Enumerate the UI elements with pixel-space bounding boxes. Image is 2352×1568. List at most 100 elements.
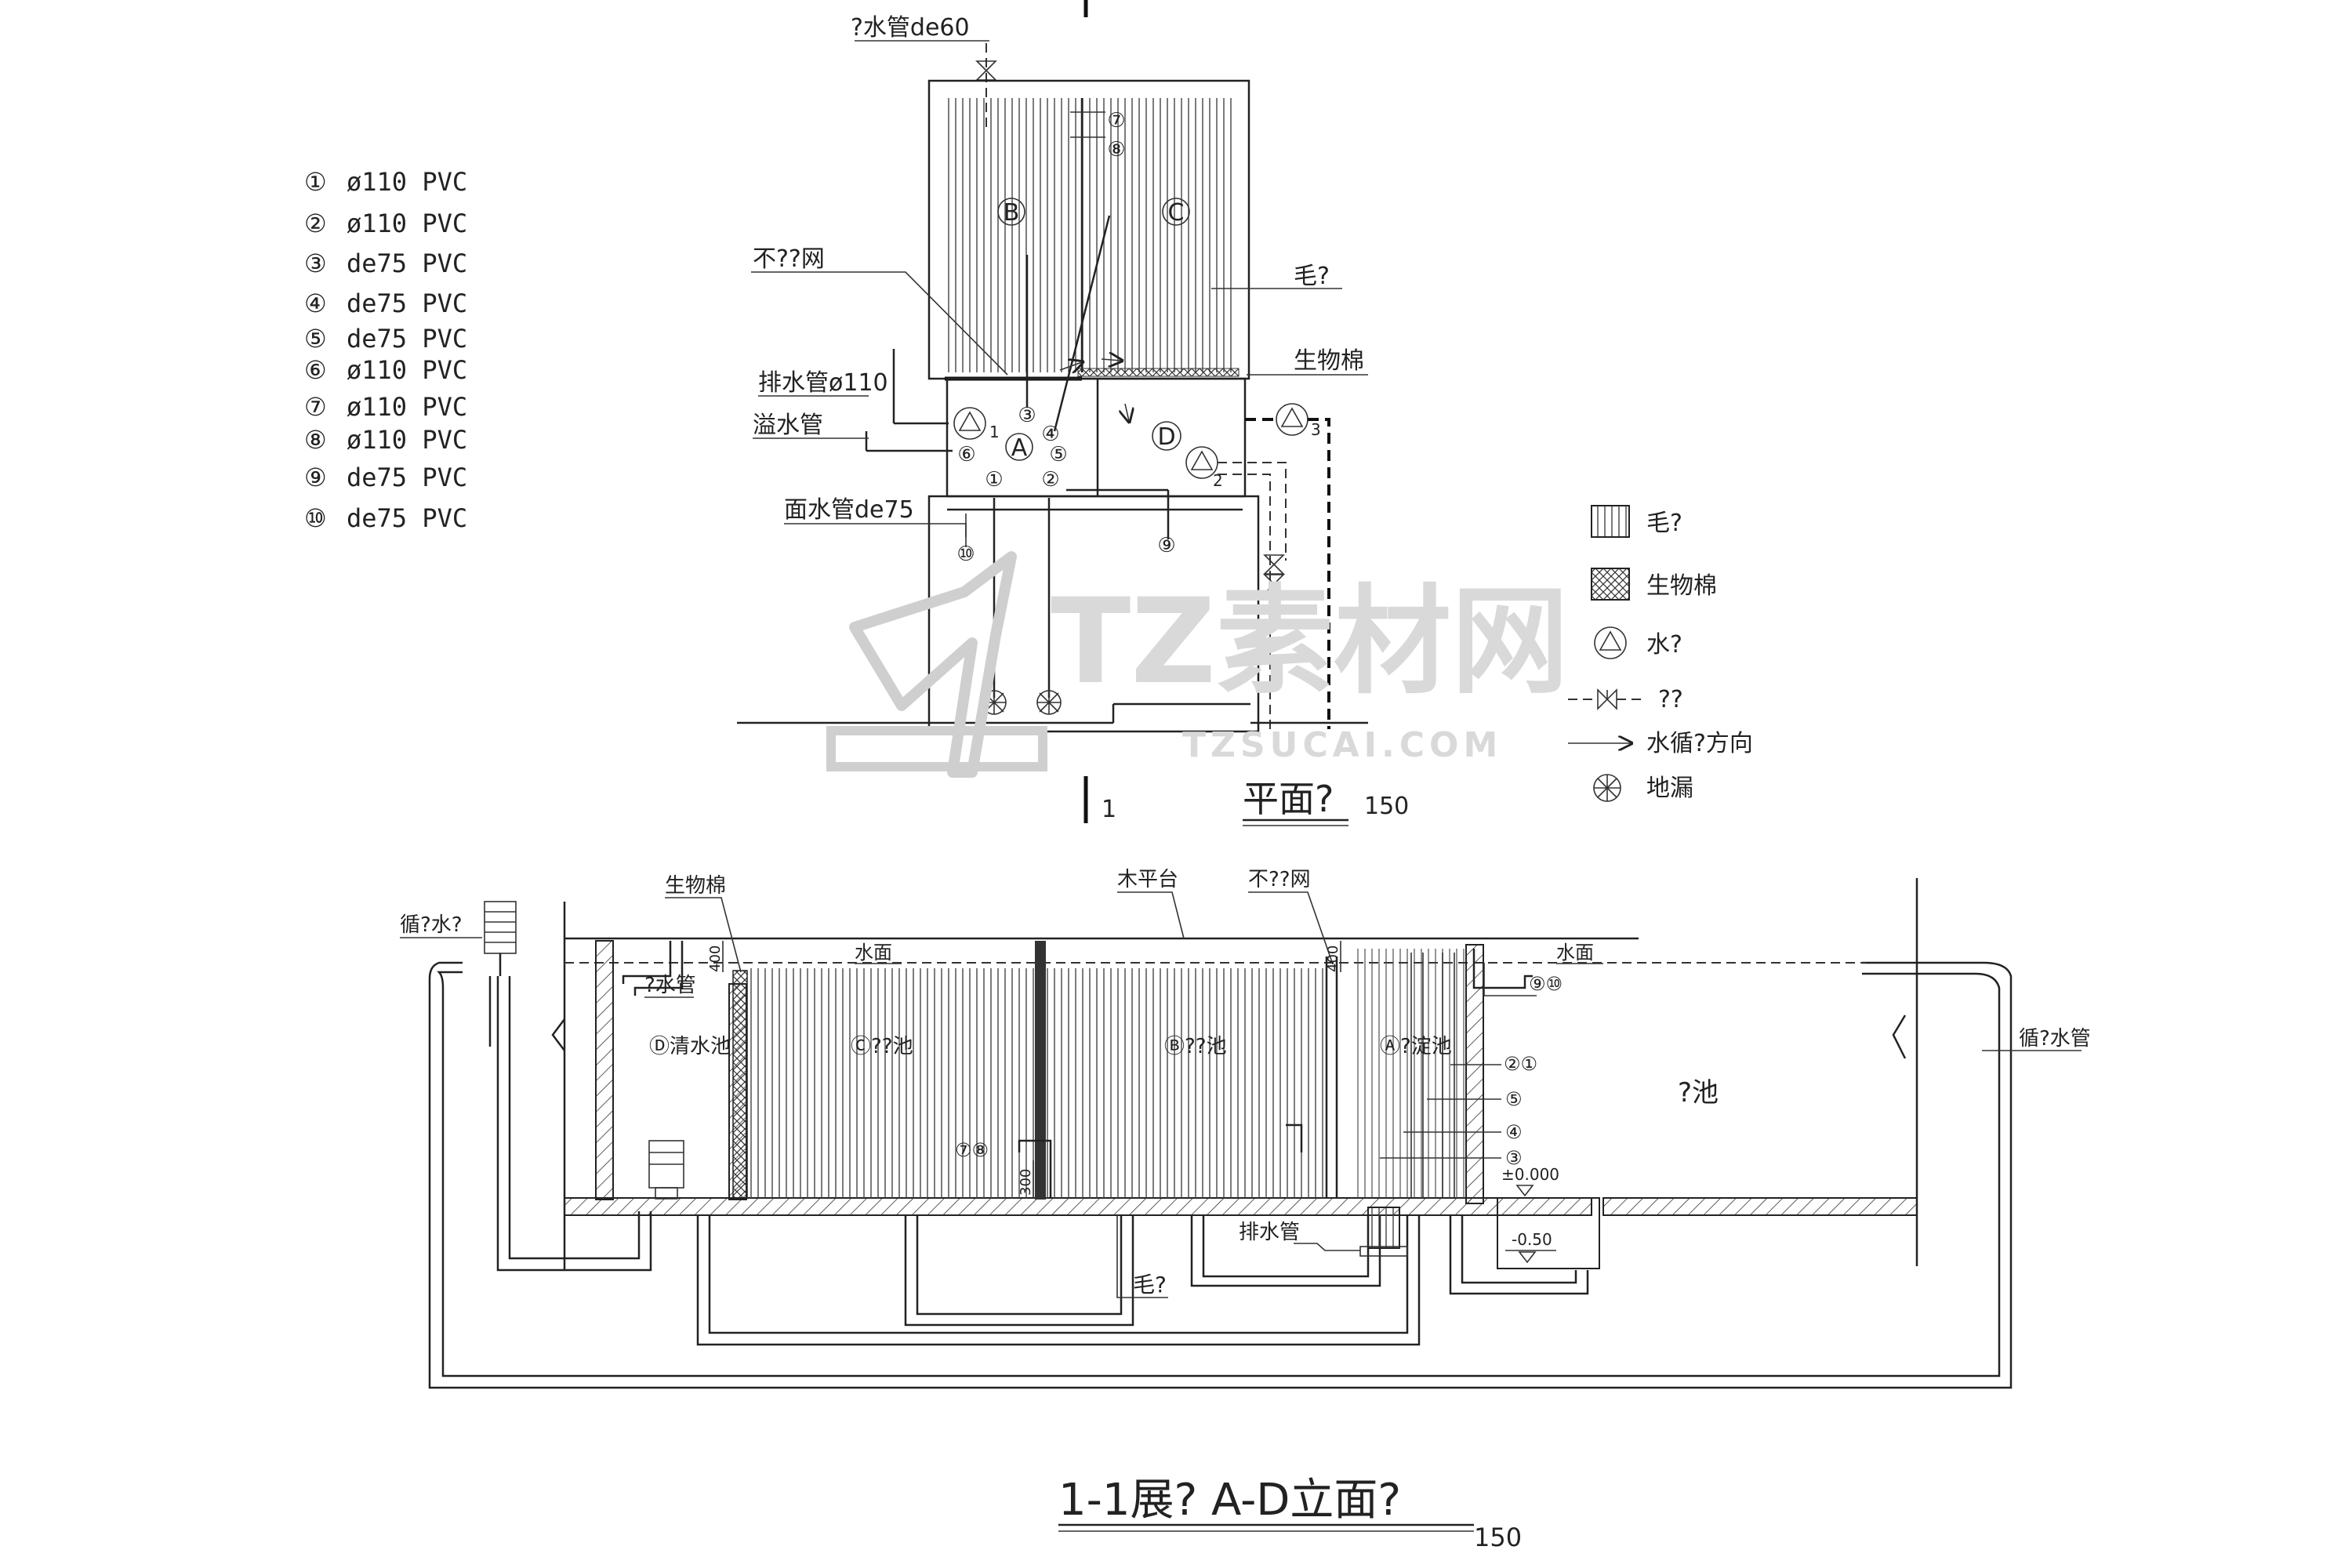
plan-view: 1 ?水管de60 B C A D ⑦ ⑧ ③ ④ ⑤ ⑥ [737, 0, 1409, 826]
section-view: 生物棉 木平台 不??网 循?水? ?水管 水面 水面 400 400 300 … [400, 868, 2091, 1552]
watermark-url: TZSUCAI.COM [1182, 725, 1502, 765]
symbol-label: 生物棉 [1646, 572, 1717, 600]
section-mark-label: 1 [1102, 796, 1116, 823]
pool-label: ?池 [1678, 1077, 1719, 1109]
elevation-marker-icon [1518, 1251, 1537, 1264]
pipe-callout: ③ [1505, 1147, 1523, 1169]
legend-num: ⑨ [304, 463, 327, 492]
zone-marker [1162, 198, 1190, 226]
biocotton-layer [1077, 368, 1240, 377]
legend-num: ② [304, 209, 327, 238]
symbol-label: 毛? [1646, 510, 1682, 537]
return-water-label: 循?水? [400, 913, 463, 937]
mesh-label: 不??网 [1248, 868, 1311, 891]
legend-spec: de75 PVC [347, 249, 467, 278]
pump-number: 3 [1311, 420, 1321, 439]
zone-label: D [1157, 423, 1175, 451]
brush-label: 毛? [1294, 263, 1330, 290]
overflow-pipe-label: 溢水管 [753, 412, 823, 439]
symbol-label: 水循?方向 [1646, 730, 1753, 757]
drain-pipe-label: 排水管 [1239, 1221, 1300, 1244]
pipe-legend: ① ø110 PVC ② ø110 PVC ③ de75 PVC ④ de75 … [304, 167, 467, 533]
legend-num: ③ [304, 249, 327, 278]
water-surface-label: 水面 [855, 942, 892, 964]
biocotton-symbol-icon [1591, 568, 1630, 601]
pipe-tag: ⑧ [1107, 138, 1125, 162]
section-title: 1-1展? A-D立面? [1058, 1475, 1401, 1526]
biocotton-layer [732, 970, 748, 1199]
pipe-callout: ⑤ [1505, 1088, 1523, 1110]
legend-spec: ø110 PVC [347, 392, 467, 422]
pipe-tag: ⑤ [1049, 443, 1067, 466]
surface-pipe-label: 面水管de75 [784, 496, 914, 524]
dimension-text: 400 [1325, 946, 1341, 972]
zone-marker [1152, 421, 1181, 451]
legend-spec: ø110 PVC [347, 425, 467, 455]
legend-num: ④ [304, 289, 327, 318]
legend-spec: de75 PVC [347, 324, 467, 354]
return-pipe-main [1308, 418, 1330, 729]
elevation-marker-icon [1515, 1185, 1534, 1197]
plan-title: 平面? [1243, 778, 1334, 820]
mesh-label: 不??网 [753, 245, 825, 273]
zone-marker [997, 198, 1025, 226]
symbol-label: ?? [1658, 686, 1683, 713]
return-pipe [496, 976, 652, 1272]
pipe-callout: ②① [1504, 1053, 1537, 1075]
zone-label: C [1168, 199, 1185, 227]
zone-label: B [1004, 199, 1020, 227]
water-surface-label: 水面 [1556, 942, 1594, 964]
watermark-logo [826, 726, 1047, 771]
pipe-tag: ⑨ [1157, 534, 1175, 557]
flow-arrow [1101, 359, 1121, 361]
pump-icon [1276, 403, 1308, 436]
pump-icon [953, 407, 986, 440]
pipe-callout: ④ [1505, 1121, 1523, 1143]
pipe-tag: ⑦ [1107, 109, 1125, 132]
legend-spec: de75 PVC [347, 289, 467, 318]
pump-icon [1359, 1207, 1408, 1257]
brush-label: 毛? [1133, 1272, 1167, 1298]
pool-label: Ⓒ??池 [851, 1035, 913, 1058]
pool-label: Ⓐ?淀池 [1380, 1035, 1452, 1058]
valve-icon [1263, 574, 1285, 594]
deck-label: 木平台 [1117, 868, 1178, 891]
pipe-tag: ③ [1018, 404, 1036, 427]
legend-spec: de75 PVC [347, 503, 467, 533]
elevation-label: -0.50 [1512, 1230, 1552, 1249]
legend-spec: ø110 PVC [347, 209, 467, 238]
return-pipe-label: 循?水管 [2019, 1027, 2091, 1051]
zone-marker [1005, 433, 1033, 461]
return-pipe [1218, 462, 1287, 561]
pipe-callout: ⑦⑧ [955, 1139, 989, 1161]
pipe-tag: ② [1041, 468, 1059, 492]
biocotton-label: 生物棉 [1294, 347, 1364, 375]
inlet-pipe-label: ?水管 [644, 974, 696, 997]
legend-spec: ø110 PVC [347, 355, 467, 385]
pipe-tag: ⑩ [956, 543, 975, 566]
legend-num: ⑤ [304, 324, 327, 354]
legend-num: ⑦ [304, 392, 327, 422]
symbol-label: 地漏 [1646, 775, 1693, 802]
sump-area [927, 495, 1260, 733]
watermark: TZ素材网 TZSUCAI.COM [826, 551, 1569, 778]
flow-arrow [1125, 403, 1129, 421]
legend-spec: de75 PVC [347, 463, 467, 492]
section-scale: 150 [1474, 1523, 1522, 1552]
pipe-callout: ⑨⑩ [1529, 973, 1563, 995]
pool-label: Ⓑ??池 [1164, 1035, 1227, 1058]
floor-drain-icon [1036, 690, 1062, 715]
brush-fill [947, 98, 1237, 372]
pump-number: 1 [989, 423, 1000, 441]
wall [595, 940, 614, 1200]
floor-slab [564, 1197, 1592, 1216]
valve-icon [1263, 554, 1285, 575]
inlet-pipe-label: ?水管de60 [851, 14, 970, 42]
pipe-tag: ① [985, 468, 1003, 492]
aerator-icon [484, 901, 517, 976]
pool-label: Ⓓ清水池 [649, 1035, 731, 1058]
pump-symbol-icon [1594, 626, 1627, 659]
legend-spec: ø110 PVC [347, 167, 467, 197]
drain-pipe-label: 排水管ø110 [758, 369, 888, 397]
